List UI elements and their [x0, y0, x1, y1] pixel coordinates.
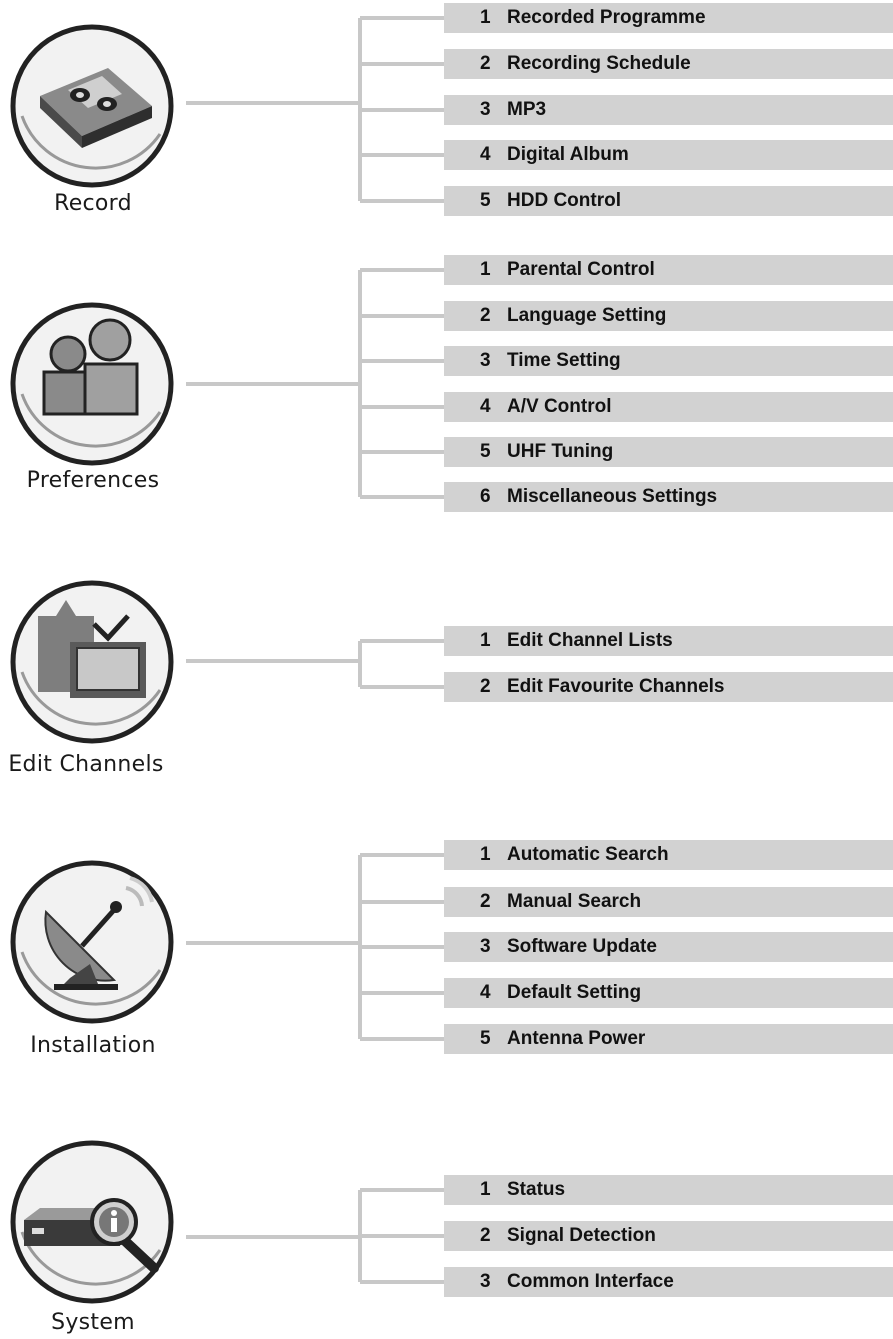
item-number: 4 — [480, 396, 491, 417]
menu-item-av-control[interactable]: 4 A/V Control — [444, 392, 893, 422]
item-number: 1 — [480, 259, 491, 280]
item-label: Status — [507, 1179, 566, 1200]
item-label: Automatic Search — [507, 844, 669, 865]
menu-item-edit-favourite-channels[interactable]: 2 Edit Favourite Channels — [444, 672, 893, 702]
section-label-preferences: Preferences — [26, 468, 160, 493]
item-label: Parental Control — [507, 259, 655, 280]
menu-item-software-update[interactable]: 3 Software Update — [444, 932, 893, 962]
item-label: Antenna Power — [507, 1028, 646, 1049]
item-number: 5 — [480, 190, 491, 211]
section-edit-channels: Edit Channels 1 Edit Channel Lists 2 Edit … — [8, 580, 893, 777]
menu-item-parental-control[interactable]: 1 Parental Control — [444, 255, 893, 285]
item-number: 5 — [480, 441, 491, 462]
item-number: 2 — [480, 305, 491, 326]
item-label: Digital Album — [507, 144, 629, 165]
menu-item-edit-channel-lists[interactable]: 1 Edit Channel Lists — [444, 626, 893, 656]
item-label: Signal Detection — [507, 1225, 656, 1246]
item-number: 2 — [480, 53, 491, 74]
item-label: Recorded Programme — [507, 7, 706, 28]
section-label-system: System — [51, 1310, 135, 1335]
item-label: Manual Search — [507, 891, 642, 912]
item-number: 4 — [480, 982, 491, 1003]
menu-item-language-setting[interactable]: 2 Language Setting — [444, 301, 893, 331]
menu-item-antenna-power[interactable]: 5 Antenna Power — [444, 1024, 893, 1054]
section-label-installation: Installation — [30, 1033, 156, 1058]
menu-item-recorded-programme[interactable]: 1 Recorded Programme — [444, 3, 893, 33]
menu-item-common-interface[interactable]: 3 Common Interface — [444, 1267, 893, 1297]
item-number: 3 — [480, 1271, 491, 1292]
record-cassette-icon[interactable] — [10, 24, 174, 188]
item-number: 3 — [480, 350, 491, 371]
item-label: A/V Control — [507, 396, 612, 417]
section-record: Record 1 Recorded Programme 2 Recording Sc… — [0, 0, 893, 230]
item-number: 6 — [480, 486, 491, 507]
menu-item-status[interactable]: 1 Status — [444, 1175, 893, 1205]
item-number: 2 — [480, 676, 491, 697]
item-label: Edit Channel Lists — [507, 630, 673, 651]
menu-item-hdd-control[interactable]: 5 HDD Control — [444, 186, 893, 216]
section-label-edit-channels: Edit Channels — [8, 752, 164, 777]
menu-item-mp3[interactable]: 3 MP3 — [444, 95, 893, 125]
item-label: Common Interface — [507, 1271, 674, 1292]
item-number: 5 — [480, 1028, 491, 1049]
menu-item-recording-schedule[interactable]: 2 Recording Schedule — [444, 49, 893, 79]
item-label: MP3 — [507, 99, 547, 120]
menu-item-manual-search[interactable]: 2 Manual Search — [444, 887, 893, 917]
item-number: 2 — [480, 891, 491, 912]
item-label: UHF Tuning — [507, 441, 614, 462]
item-number: 3 — [480, 99, 491, 120]
menu-item-miscellaneous-settings[interactable]: 6 Miscellaneous Settings — [444, 482, 893, 512]
item-label: Language Setting — [507, 305, 667, 326]
menu-item-automatic-search[interactable]: 1 Automatic Search — [444, 840, 893, 870]
item-label: Software Update — [507, 936, 657, 957]
section-installation: Installation 1 Automatic Search 2 Manual S… — [10, 840, 893, 1058]
item-number: 3 — [480, 936, 491, 957]
satellite-dish-icon[interactable] — [10, 860, 174, 1024]
clipboard-tv-icon[interactable] — [10, 580, 174, 744]
menu-item-uhf-tuning[interactable]: 5 UHF Tuning — [444, 437, 893, 467]
settop-box-info-icon[interactable] — [10, 1140, 174, 1304]
item-number: 1 — [480, 630, 491, 651]
item-label: Miscellaneous Settings — [507, 486, 718, 507]
item-number: 2 — [480, 1225, 491, 1246]
section-label-record: Record — [54, 191, 132, 216]
item-number: 1 — [480, 7, 491, 28]
item-number: 4 — [480, 144, 491, 165]
item-label: Edit Favourite Channels — [507, 676, 725, 697]
menu-item-signal-detection[interactable]: 2 Signal Detection — [444, 1221, 893, 1251]
menu-item-digital-album[interactable]: 4 Digital Album — [444, 140, 893, 170]
menu-item-default-setting[interactable]: 4 Default Setting — [444, 978, 893, 1008]
item-label: Time Setting — [507, 350, 621, 371]
menu-item-time-setting[interactable]: 3 Time Setting — [444, 346, 893, 376]
item-label: Default Setting — [507, 982, 642, 1003]
item-label: HDD Control — [507, 190, 621, 211]
item-number: 1 — [480, 844, 491, 865]
item-number: 1 — [480, 1179, 491, 1200]
item-label: Recording Schedule — [507, 53, 691, 74]
people-icon[interactable] — [10, 302, 174, 466]
